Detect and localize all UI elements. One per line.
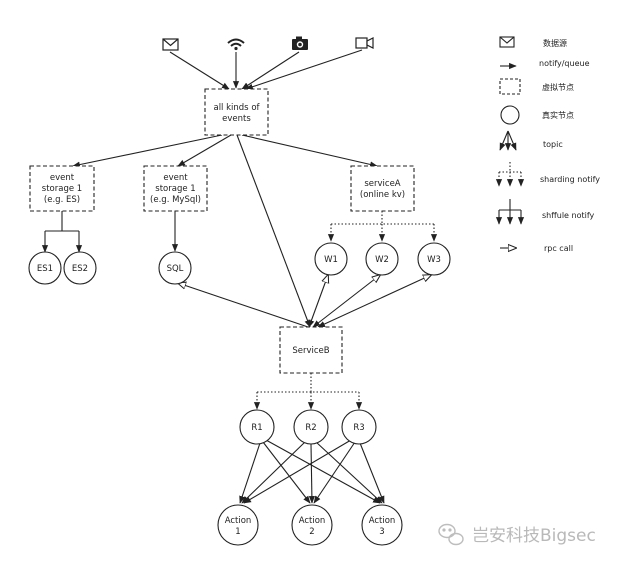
edges-topic xyxy=(239,439,385,504)
node-label: R3 xyxy=(353,423,364,433)
legend-label: 虚拟节点 xyxy=(542,82,574,92)
edges-servicea-sharding xyxy=(327,211,438,242)
node-action2: Action 2 xyxy=(291,504,333,546)
node-serviceb: ServiceB xyxy=(279,326,343,374)
video-camera-icon xyxy=(355,37,374,49)
node-label: Action xyxy=(299,516,326,526)
legend-sharding-notify: sharding notify xyxy=(495,162,600,187)
node-label: ServiceB xyxy=(292,346,329,356)
wifi-icon xyxy=(227,38,245,51)
node-r2: R2 xyxy=(293,409,329,445)
node-label: events xyxy=(222,114,251,124)
legend: 数据源 notify/queue 虚拟节点 真实节点 topic xyxy=(495,36,600,253)
node-label: ES1 xyxy=(37,264,53,274)
legend-notify-queue: notify/queue xyxy=(500,59,590,70)
node-label: (e.g. MySql) xyxy=(150,195,201,205)
node-label: storage 1 xyxy=(155,184,195,194)
node-w2: W2 xyxy=(365,242,399,276)
node-label: W2 xyxy=(375,255,389,265)
node-label: serviceA xyxy=(364,179,400,189)
node-label: W1 xyxy=(324,255,338,265)
edges-rpc xyxy=(178,275,431,327)
node-label: 1 xyxy=(235,527,240,537)
legend-data-source: 数据源 xyxy=(499,36,567,48)
legend-label: rpc call xyxy=(544,244,573,253)
node-label: event xyxy=(163,173,188,183)
legend-real-node: 真实节点 xyxy=(500,105,574,125)
camera-icon xyxy=(292,36,308,50)
mail-icon xyxy=(162,38,179,51)
node-label: Action xyxy=(369,516,396,526)
wechat-icon xyxy=(438,523,464,546)
node-r3: R3 xyxy=(341,409,377,445)
legend-label: notify/queue xyxy=(539,59,590,68)
node-label: Action xyxy=(225,516,252,526)
node-action3: Action 3 xyxy=(361,504,403,546)
node-label: 2 xyxy=(309,527,314,537)
node-w1: W1 xyxy=(314,242,348,276)
node-label: ES2 xyxy=(72,264,88,274)
legend-label: topic xyxy=(543,140,563,149)
node-label: event xyxy=(50,173,75,183)
node-action1: Action 1 xyxy=(217,504,259,546)
edges-sources xyxy=(169,49,363,90)
legend-label: sharding notify xyxy=(540,175,600,184)
node-label: (e.g. ES) xyxy=(44,195,80,205)
watermark-text: 岂安科技Bigsec xyxy=(472,526,596,546)
node-label: (online kv) xyxy=(360,190,405,200)
node-label: storage 1 xyxy=(42,184,82,194)
node-label: SQL xyxy=(167,264,184,274)
mail-icon xyxy=(499,36,515,48)
node-label: R2 xyxy=(305,423,316,433)
legend-topic: topic xyxy=(499,130,563,151)
legend-label: 数据源 xyxy=(543,38,567,48)
node-es1: ES1 xyxy=(28,251,62,285)
legend-shuffle-notify: shffule notify xyxy=(495,199,595,225)
node-label: all kinds of xyxy=(213,103,260,113)
node-label: 3 xyxy=(379,527,384,537)
edges-es-shuffle xyxy=(41,211,83,253)
node-es-storage: event storage 1 (e.g. ES) xyxy=(29,165,95,212)
edges-serviceb-sharding xyxy=(253,373,363,410)
legend-label: shffule notify xyxy=(542,211,595,220)
legend-virtual-node: 虚拟节点 xyxy=(499,78,574,95)
node-es2: ES2 xyxy=(63,251,97,285)
node-label: R1 xyxy=(251,423,262,433)
legend-rpc-call: rpc call xyxy=(500,244,573,253)
node-w3: W3 xyxy=(417,242,451,276)
node-label: W3 xyxy=(427,255,441,265)
watermark: 岂安科技Bigsec xyxy=(438,523,596,546)
legend-label: 真实节点 xyxy=(542,110,574,120)
node-r1: R1 xyxy=(239,409,275,445)
edges-events xyxy=(72,134,378,328)
node-sql: SQL xyxy=(158,251,192,285)
node-sql-storage: event storage 1 (e.g. MySql) xyxy=(143,165,208,212)
node-servicea: serviceA (online kv) xyxy=(350,165,415,212)
node-events: all kinds of events xyxy=(204,88,269,136)
